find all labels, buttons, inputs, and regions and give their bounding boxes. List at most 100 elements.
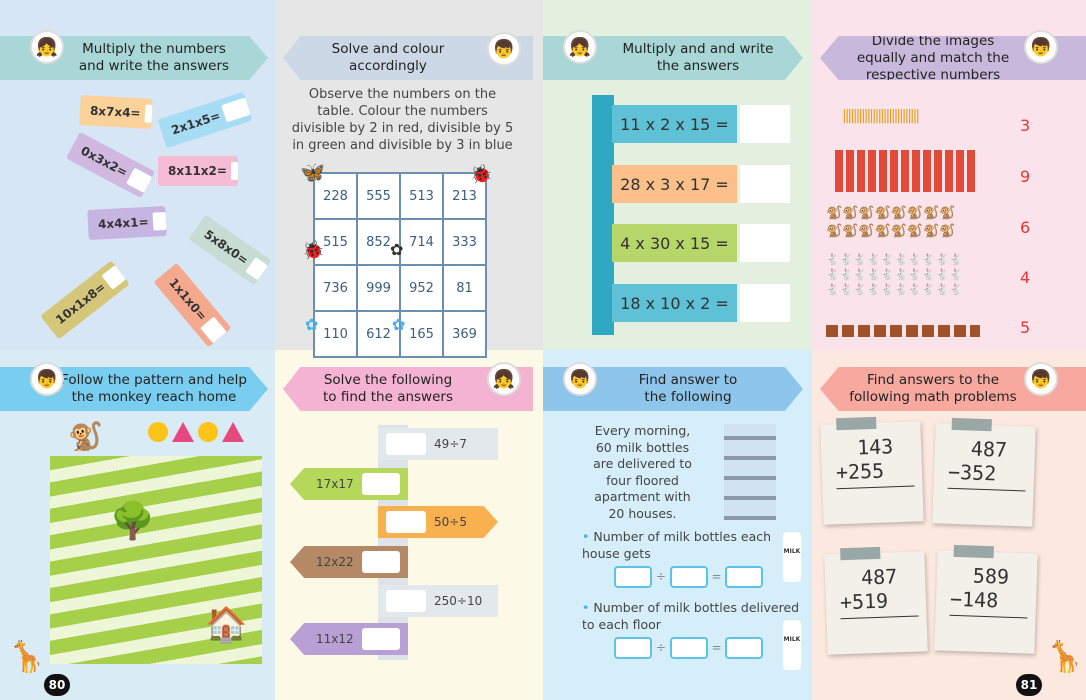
section-title: Find answers to the following math probl… [820,367,1086,411]
grid-cell[interactable]: 852 [356,218,401,266]
instructions: Observe the numbers on the table. Colour… [291,87,514,153]
match-number[interactable]: 6 [1020,218,1031,237]
math-problem-card: 589−148 [934,544,1038,654]
bags-row [835,150,975,192]
grid-cell[interactable]: 333 [442,218,487,266]
answer-box[interactable] [386,511,426,533]
flower-icon: ✿ [305,315,319,334]
avatar-girl-icon: 👧 [487,362,521,396]
tag-problem: 8x11x2= [158,156,238,186]
avatar-boy-icon: 👦 [563,362,597,396]
milk-bottle-icon: MILK [783,532,801,582]
pencils-row: |||||||||||||||||||||||||||| [842,108,920,124]
match-number[interactable]: 9 [1020,167,1031,186]
sign: 50÷5 [378,506,498,538]
answer-box[interactable] [361,551,400,573]
grid-cell[interactable]: 515 [313,218,358,266]
grid-cell[interactable]: 369 [442,310,487,358]
answer-box[interactable] [386,590,426,612]
answer-box[interactable] [740,105,790,143]
answer-box[interactable] [220,97,251,123]
ladybug-icon: 🐞 [470,164,493,185]
circle-shape [198,422,218,442]
signpost-pole [378,425,408,660]
sign: 49÷7 [378,428,498,460]
page-number-left: 80 [44,674,70,696]
grid-cell[interactable]: 513 [399,172,444,220]
grid-cell[interactable]: 213 [442,172,487,220]
answer-box[interactable] [361,473,400,495]
sign: 12x22 [290,546,408,578]
answer-row: ÷ = [614,566,764,588]
equation: 4 x 30 x 15 = [612,224,737,262]
answer-box[interactable] [361,628,400,650]
sign: 11x12 [290,623,408,655]
answer-box[interactable] [669,637,708,659]
grid-cell[interactable]: 165 [399,310,444,358]
page-number-right: 81 [1016,674,1042,696]
ribbon-post [592,95,614,335]
grid-cell[interactable]: 555 [356,172,401,220]
avatar-boy-icon: 👦 [1024,30,1058,64]
triangle-shape [172,422,194,442]
math-problem-card: 487−352 [932,417,1036,527]
monkey-icon: 🐒 [68,420,103,453]
avatar-boy-icon: 👦 [30,362,64,396]
avatar-boy-icon: 👦 [487,32,521,66]
equation: 18 x 10 x 2 = [612,284,737,322]
grid-cell[interactable]: 714 [399,218,444,266]
building-icon [724,424,776,520]
math-problem-card: 143+255 [820,416,924,525]
butterfly-icon: 🦋 [300,160,325,184]
question: • Number of milk bottles each house gets [582,529,772,561]
equation: 28 x 3 x 17 = [612,165,737,203]
house-icon: 🏠 [205,605,248,645]
giraffe-icon: 🦒 [1046,640,1084,675]
grid-cell[interactable]: 110 [313,310,358,358]
match-number[interactable]: 5 [1020,318,1031,337]
answer-box[interactable] [725,566,764,588]
flower-icon: ✿ [392,315,406,334]
answer-box[interactable] [669,566,708,588]
grid-cell[interactable]: 952 [399,264,444,312]
triangle-shape [222,422,244,442]
flower-icon: ✿ [390,240,404,259]
answer-box[interactable] [230,162,238,180]
grid-cell[interactable]: 736 [313,264,358,312]
rabbits-row: 🐇🐇🐇🐇🐇🐇🐇🐇🐇🐇🐇🐇🐇🐇🐇🐇🐇🐇🐇🐇🐇🐇🐇🐇🐇🐇🐇🐇🐇🐇 [826,253,963,296]
maze[interactable] [50,456,262,664]
grid-cell[interactable]: 228 [313,172,358,220]
answer-box[interactable] [740,284,790,322]
match-number[interactable]: 4 [1020,268,1031,287]
grid-cell[interactable]: 612 [356,310,401,358]
tag-problem: 8x7x4= [79,95,153,129]
circle-shape [148,422,168,442]
match-number[interactable]: 3 [1020,116,1031,135]
answer-box[interactable] [614,637,652,659]
answer-box[interactable] [152,211,167,231]
equation: 11 x 2 x 15 = [612,105,737,143]
answer-box[interactable] [725,637,764,659]
pattern-sequence [148,422,244,442]
grid-cell[interactable]: 81 [442,264,487,312]
tag-problem: 4x4x1= [87,205,167,241]
question: • Number of milk bottles delivered to ea… [582,600,800,632]
grid-cell[interactable]: 999 [356,264,401,312]
avatar-girl-icon: 👧 [563,30,597,64]
answer-box[interactable] [144,104,153,123]
sign: 17x17 [290,468,408,500]
avatar-girl-icon: 👧 [30,30,64,64]
answer-box[interactable] [614,566,652,588]
monkeys-row: 🐒🐒🐒🐒🐒🐒🐒🐒🐒🐒🐒🐒🐒🐒🐒🐒 [826,206,956,239]
answer-box[interactable] [740,165,790,203]
milk-bottle-icon: MILK [783,620,801,670]
tree-icon: 🌳 [110,501,155,542]
baskets-row [826,325,980,337]
math-problem-card: 487+519 [824,546,928,655]
answer-box[interactable] [386,433,426,455]
answer-row: ÷ = [614,637,764,659]
ladybug-icon: 🐞 [302,240,325,261]
answer-box[interactable] [740,224,790,262]
sign: 250÷10 [378,585,498,617]
